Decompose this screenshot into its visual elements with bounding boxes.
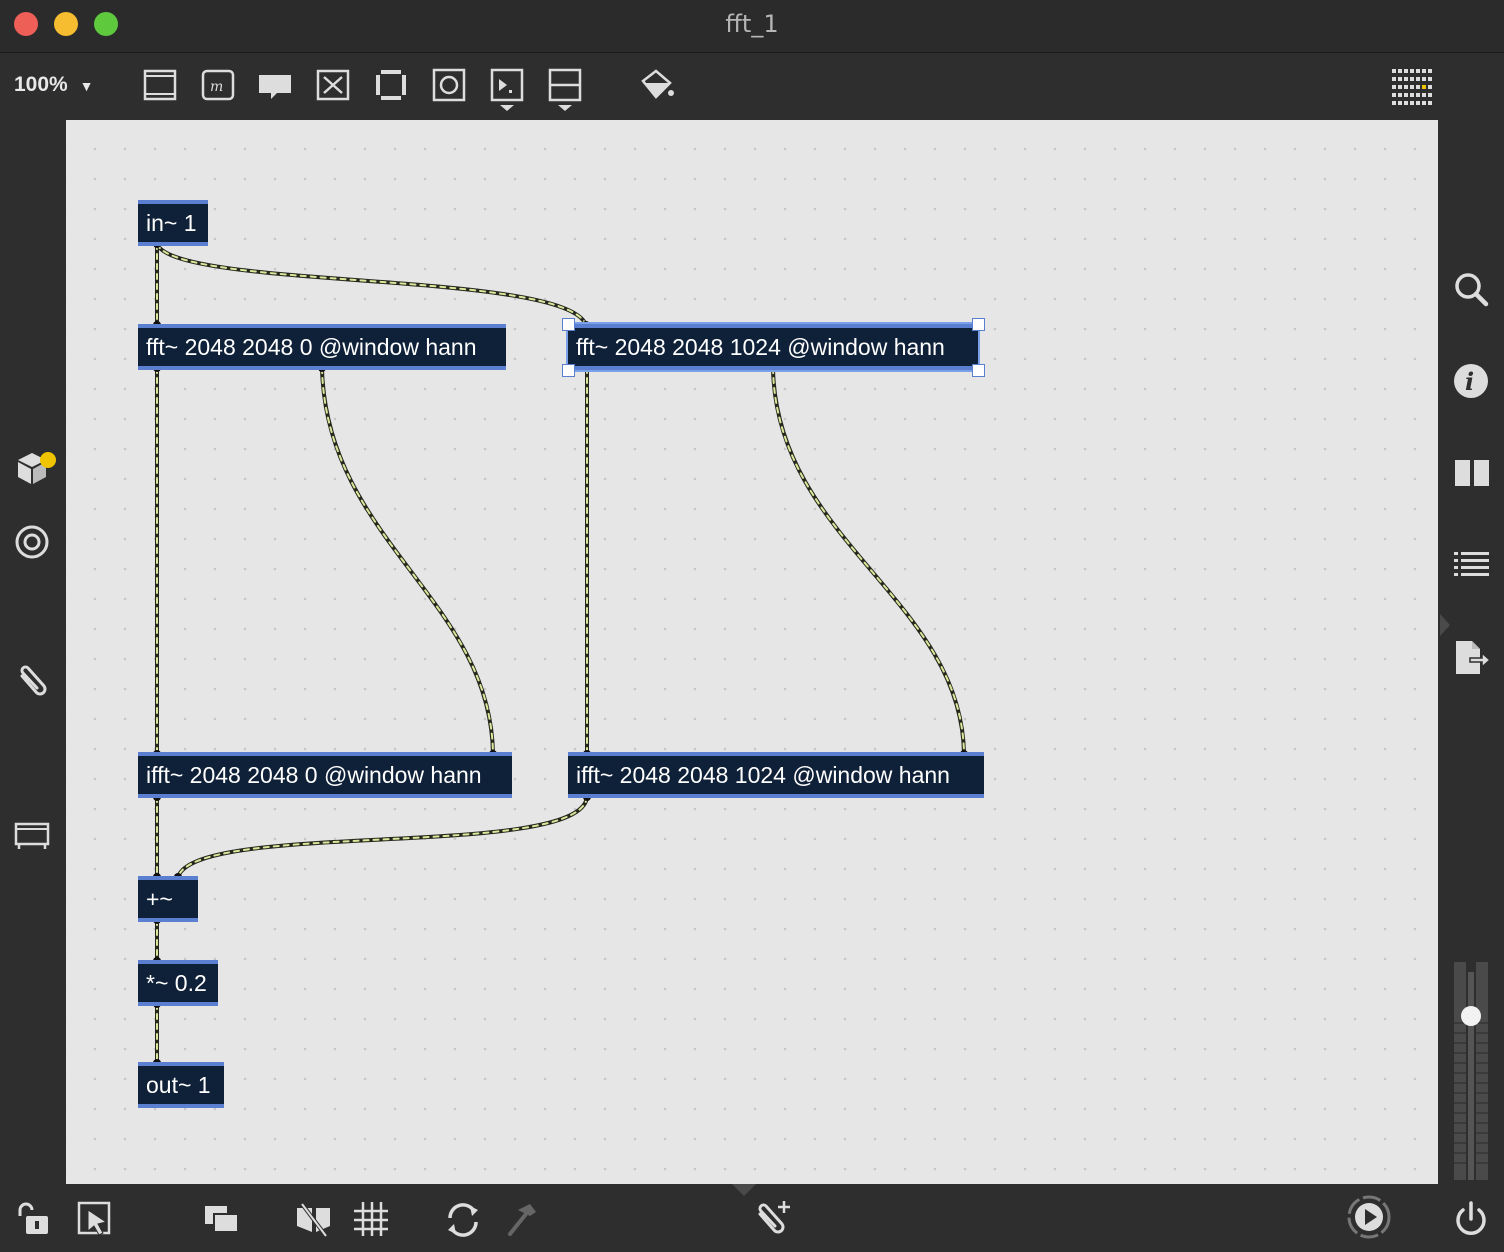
resize-handle[interactable] <box>972 318 985 331</box>
new-message-icon[interactable]: m <box>200 67 236 103</box>
right-sidebar: i <box>1438 120 1504 1184</box>
svg-text:i: i <box>1465 367 1474 396</box>
object-fft-a[interactable]: fft~ 2048 2048 0 @window hann <box>138 324 506 370</box>
list-view-icon[interactable] <box>1452 548 1492 588</box>
grid-icon[interactable] <box>352 1200 392 1240</box>
collapse-arrow-icon[interactable] <box>1438 610 1452 640</box>
patch-cords <box>153 240 968 1067</box>
object-label: fft~ 2048 2048 1024 @window hann <box>576 334 945 360</box>
new-playback-object-icon[interactable] <box>489 67 525 111</box>
new-toggle-icon[interactable] <box>315 67 351 103</box>
close-window-button[interactable] <box>14 12 38 36</box>
export-document-icon[interactable] <box>1452 638 1492 678</box>
zoom-level: 100% <box>14 73 68 96</box>
bring-to-front-icon[interactable] <box>202 1200 242 1240</box>
info-icon[interactable]: i <box>1452 362 1492 402</box>
paint-bucket-icon[interactable] <box>638 67 674 103</box>
object-in[interactable]: in~ 1 <box>138 200 208 246</box>
expand-arrow-icon[interactable] <box>730 1184 758 1198</box>
presentation-mode-icon[interactable] <box>76 1200 116 1240</box>
mixer-target-icon[interactable] <box>14 524 54 564</box>
svg-text:m: m <box>210 79 223 95</box>
chevron-down-icon: ▼ <box>79 78 94 94</box>
object-label: ifft~ 2048 2048 1024 @window hann <box>576 762 950 788</box>
packages-icon[interactable] <box>14 448 56 488</box>
object-label: *~ 0.2 <box>146 970 207 996</box>
refresh-icon[interactable] <box>444 1200 484 1240</box>
new-panel-icon[interactable] <box>373 67 409 103</box>
patch-cord <box>771 366 966 756</box>
add-attachment-icon[interactable] <box>754 1198 794 1238</box>
object-ifft-b[interactable]: ifft~ 2048 2048 1024 @window hann <box>568 752 984 798</box>
new-button-icon[interactable] <box>431 67 467 103</box>
object-label: fft~ 2048 2048 0 @window hann <box>146 334 477 360</box>
new-comment-icon[interactable] <box>257 67 293 103</box>
resize-handle[interactable] <box>972 364 985 377</box>
power-icon[interactable] <box>1452 1200 1492 1240</box>
new-object-icon[interactable] <box>142 67 178 103</box>
audio-play-icon[interactable] <box>1346 1194 1392 1240</box>
new-slider-icon[interactable] <box>547 67 583 111</box>
output-level-meter[interactable] <box>1454 962 1490 1180</box>
patch-cord <box>320 366 495 756</box>
object-plus[interactable]: +~ <box>138 876 198 922</box>
split-view-icon[interactable] <box>1452 456 1492 496</box>
object-label: ifft~ 2048 2048 0 @window hann <box>146 762 482 788</box>
zoom-window-button[interactable] <box>94 12 118 36</box>
presentation-icon[interactable] <box>14 816 54 856</box>
lock-icon[interactable] <box>14 1200 54 1240</box>
patch-cord <box>155 242 588 327</box>
grid-palette-icon[interactable] <box>1390 67 1434 111</box>
resize-handle[interactable] <box>562 318 575 331</box>
left-sidebar <box>0 120 66 1184</box>
title-bar: fft_1 <box>0 0 1504 53</box>
object-out[interactable]: out~ 1 <box>138 1062 224 1108</box>
patch-cord <box>176 795 589 879</box>
paperclip-icon[interactable] <box>14 662 54 702</box>
resize-handle[interactable] <box>562 364 575 377</box>
object-fft-b[interactable]: fft~ 2048 2048 1024 @window hann <box>566 322 980 372</box>
top-toolbar: 100% ▼ m <box>0 53 1504 119</box>
patch-canvas[interactable]: in~ 1 fft~ 2048 2048 0 @window hann fft~… <box>66 120 1438 1184</box>
window-title: fft_1 <box>725 10 779 38</box>
bottom-toolbar <box>0 1184 1504 1252</box>
search-icon[interactable] <box>1452 270 1492 310</box>
object-multiply[interactable]: *~ 0.2 <box>138 960 218 1006</box>
hide-on-lock-icon[interactable] <box>294 1200 334 1240</box>
object-label: out~ 1 <box>146 1072 211 1098</box>
object-label: in~ 1 <box>146 210 197 236</box>
zoom-menu[interactable]: 100% ▼ <box>14 73 93 97</box>
hammer-icon[interactable] <box>504 1200 544 1240</box>
minimize-window-button[interactable] <box>54 12 78 36</box>
object-label: +~ <box>146 886 173 912</box>
object-ifft-a[interactable]: ifft~ 2048 2048 0 @window hann <box>138 752 512 798</box>
